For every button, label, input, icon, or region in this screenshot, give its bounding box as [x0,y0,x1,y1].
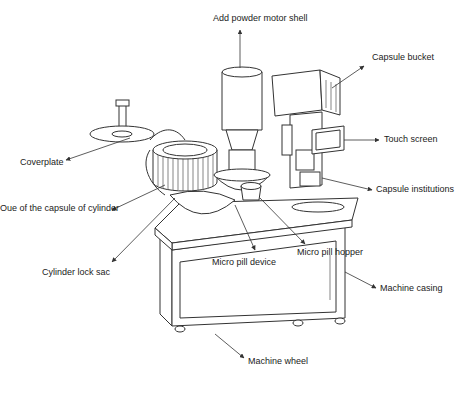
coverplate [90,126,154,142]
leader-line [235,205,255,250]
leader-line [112,198,175,262]
hopper-rim [241,183,261,190]
part-label: Micro pill device [212,257,276,268]
part-label: Machine casing [380,283,443,294]
machine-wheel [335,318,345,324]
leader-line [332,66,364,88]
cable [150,130,185,140]
capsule-mechanism [296,150,314,170]
hopper-top [222,67,262,77]
cylinder-top [153,141,217,159]
powder-hopper [222,72,262,130]
funnel-rim [214,169,270,181]
part-label: Add powder motor shell [213,13,308,24]
part-label: Machine wheel [248,356,308,367]
leader-line [345,272,376,288]
coverplate-hub [112,131,132,137]
leader-line [112,185,165,210]
touch-screen [312,126,344,154]
screen-display [316,130,340,150]
hopper-neck [226,130,258,150]
door-handle [330,255,331,300]
capsule-bucket [272,70,322,116]
table-edge [172,220,352,250]
part-label: Coverplate [20,157,64,168]
leader-line [322,178,372,190]
coverplate-knob [116,100,129,106]
capsule-mechanism [282,125,292,155]
part-label: Capsule institutions [376,184,454,195]
part-label: Cylinder lock sac [42,267,110,278]
leader-line [240,30,241,68]
cylinder-ring [163,144,207,156]
collection-tray [292,202,344,212]
leader-line [66,138,130,160]
bucket-side [320,70,340,115]
leader-line [215,334,244,358]
leader-line [260,198,305,244]
leader-line [344,140,379,141]
part-label: Oue of the capsule of cylinder [0,203,119,214]
part-label: Micro pill hopper [297,247,363,258]
micro-pill-bowl [170,191,235,214]
part-label: Touch screen [384,134,438,145]
bucket-ribs [326,80,336,112]
part-label: Capsule bucket [372,52,434,63]
capsule-institution [300,172,320,186]
table-edge [155,228,172,250]
machine-wheel [293,320,303,326]
machine-wheel [175,326,185,332]
